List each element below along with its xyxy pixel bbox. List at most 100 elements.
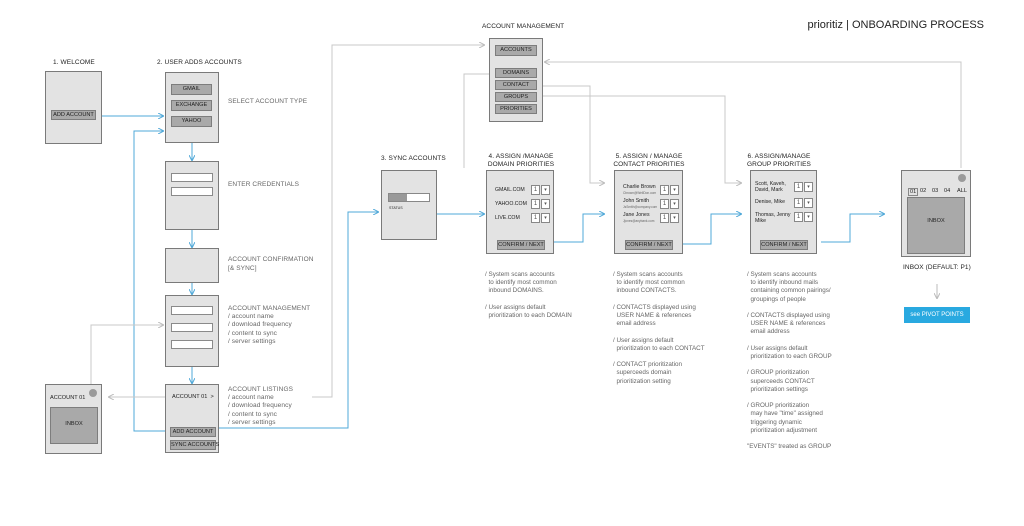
account-type-exchange[interactable]: EXCHANGE	[171, 100, 212, 111]
confirm-next-button[interactable]: CONFIRM / NEXT	[625, 240, 673, 250]
note-line: superceeds domain	[613, 369, 672, 377]
account-type-gmail[interactable]: GMAIL	[171, 84, 212, 95]
note-line	[613, 353, 705, 361]
note-line: / System scans accounts	[747, 271, 817, 278]
note-line: / CONTACTS displayed using	[613, 303, 696, 311]
account01-inbox[interactable]: INBOX	[50, 407, 98, 444]
chevron-down-icon: ▾	[670, 199, 679, 209]
confirm-next-button[interactable]: CONFIRM / NEXT	[497, 240, 545, 250]
note-line: triggering dynamic	[747, 418, 802, 426]
add-account-button-2[interactable]: ADD ACCOUNT	[170, 427, 216, 437]
inbox-tab[interactable]: ALL	[957, 188, 967, 194]
note-line: superceeds CONTACT	[747, 377, 815, 385]
sync-screen: STATUS	[381, 170, 437, 240]
note-line: email address	[747, 328, 790, 336]
account01-title: ACCOUNT 01	[50, 395, 86, 401]
sync-progress-bar	[388, 193, 430, 202]
note-line	[613, 296, 705, 304]
menu-groups[interactable]: GROUPS	[495, 92, 537, 102]
group-notes: / System scans accounts to identify inbo…	[747, 271, 832, 451]
step-user-adds-label: 2. USER ADDS ACCOUNTS	[157, 59, 242, 66]
note-line: / CONTACT prioritization	[613, 361, 683, 369]
password-field[interactable]	[171, 187, 213, 196]
priority-select[interactable]: 1▾	[531, 213, 550, 223]
note-line: / System scans accounts	[613, 271, 683, 278]
step-welcome-label: 1. WELCOME	[53, 59, 95, 66]
enter-credentials-label: ENTER CREDENTIALS	[228, 181, 300, 188]
username-field[interactable]	[171, 173, 213, 182]
chevron-down-icon: ▾	[541, 199, 550, 209]
pivot-points-button[interactable]: see PIVOT POINTS	[904, 307, 970, 323]
chevron-down-icon: ▾	[804, 182, 813, 192]
step-sync-label: 3. SYNC ACCOUNTS	[381, 155, 446, 162]
inbox-tab[interactable]: 01	[908, 188, 919, 196]
settings-dot-icon[interactable]	[89, 389, 97, 397]
credentials-screen	[165, 161, 219, 230]
inbox-tab[interactable]: 02	[920, 188, 927, 194]
chevron-down-icon: ▾	[670, 213, 679, 223]
priority-select[interactable]: 1▾	[794, 212, 813, 222]
menu-accounts[interactable]: ACCOUNTS	[495, 45, 537, 56]
menu-priorities[interactable]: PRIORITIES	[495, 104, 537, 114]
priority-select[interactable]: 1▾	[660, 185, 679, 195]
note-line: groupings of people	[747, 295, 806, 303]
note-line: to identify inbound mails	[747, 279, 819, 287]
priority-select[interactable]: 1▾	[794, 198, 813, 208]
inbox-panel[interactable]: INBOX	[907, 197, 965, 254]
menu-contact[interactable]: CONTACT	[495, 80, 537, 90]
note-line: / User assigns default	[613, 336, 674, 344]
note-line: prioritization to each GROUP	[747, 353, 832, 360]
confirm-next-button[interactable]: CONFIRM / NEXT	[760, 240, 808, 250]
note-line	[747, 304, 832, 312]
note-line: / CONTACTS displayed using	[747, 312, 830, 319]
content-sync-field[interactable]	[171, 340, 213, 349]
sync-accounts-button[interactable]: SYNC ACCOUNTS	[170, 440, 220, 450]
priority-select[interactable]: 1▾	[660, 199, 679, 209]
note-line: "EVENTS" treated as GROUP	[747, 443, 832, 451]
note-line: prioritization settings	[747, 385, 808, 393]
chevron-right-icon: >	[210, 394, 214, 400]
priority-select[interactable]: 1▾	[531, 199, 550, 209]
domain-notes: / System scans accounts to identify most…	[485, 271, 572, 320]
domain-row: GMAIL.COM	[495, 187, 525, 193]
note-line: containing common pairings/	[747, 287, 831, 295]
chevron-down-icon: ▾	[670, 185, 679, 195]
priority-select[interactable]: 1▾	[660, 213, 679, 223]
note-line	[747, 435, 832, 443]
account-type-screen: GMAIL EXCHANGE YAHOO	[165, 72, 219, 143]
note-line	[747, 361, 832, 369]
note-line: / User assigns default	[747, 344, 808, 352]
account01-screen: ACCOUNT 01 INBOX	[45, 384, 102, 454]
account-management-menu: ACCOUNTS DOMAINS CONTACT GROUPS PRIORITI…	[489, 38, 543, 122]
domain-row: YAHOO.COM	[495, 201, 527, 207]
account-listings-label: ACCOUNT LISTINGS / account name / downlo…	[228, 386, 294, 426]
inbox-tab[interactable]: 03	[932, 188, 939, 194]
add-account-button[interactable]: ADD ACCOUNT	[51, 110, 96, 120]
settings-dot-icon[interactable]	[958, 174, 966, 182]
confirmation-screen	[165, 248, 219, 283]
menu-domains[interactable]: DOMAINS	[495, 68, 537, 78]
download-frequency-field[interactable]	[171, 323, 213, 332]
account-listing-item[interactable]: ACCOUNT 01 >	[172, 394, 214, 400]
note-line: USER NAME & references	[613, 312, 692, 319]
account-name-field[interactable]	[171, 306, 213, 315]
priority-select[interactable]: 1▾	[531, 185, 550, 195]
chevron-down-icon: ▾	[541, 213, 550, 223]
note-line: to identify most common	[485, 279, 557, 287]
note-line	[747, 394, 832, 402]
priority-select[interactable]: 1▾	[794, 182, 813, 192]
note-line: inbound DOMAINS.	[485, 287, 544, 295]
note-line: / GROUP prioritization	[747, 402, 810, 410]
chevron-down-icon: ▾	[804, 212, 813, 222]
account-type-yahoo[interactable]: YAHOO	[171, 116, 212, 127]
domain-row: LIVE.COM	[495, 215, 520, 221]
inbox-tab[interactable]: 04	[944, 188, 951, 194]
account-listings-screen: ACCOUNT 01 > ADD ACCOUNT SYNC ACCOUNTS	[165, 384, 219, 453]
confirmation-label: ACCOUNT CONFIRMATION[& SYNC]	[228, 256, 314, 272]
inbox-screen: 01 02 03 04 ALL INBOX	[901, 170, 971, 257]
note-line: inbound CONTACTS.	[613, 287, 677, 295]
